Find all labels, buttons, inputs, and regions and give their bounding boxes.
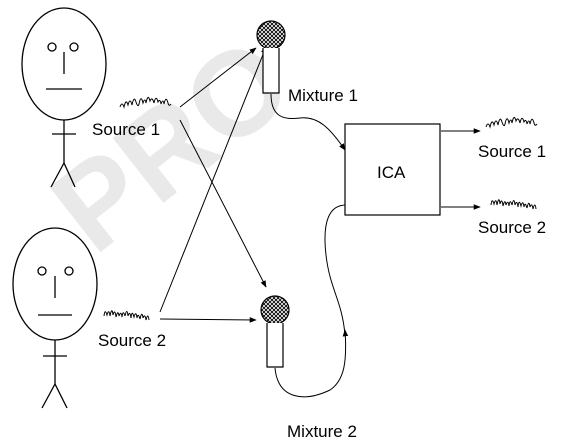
source1-waveform-icon <box>119 97 172 109</box>
output-source2-label: Source 2 <box>478 218 546 237</box>
arrow-s1-to-mic2 <box>179 119 267 288</box>
cable-mixture1-to-ica <box>270 93 346 151</box>
output1-waveform-icon <box>485 117 538 129</box>
arrow-s2-to-mic1 <box>159 46 267 313</box>
cable-mixture2-to-ica <box>274 329 349 398</box>
source1-label: Source 1 <box>92 120 160 139</box>
output-source1-label: Source 1 <box>478 142 546 161</box>
person-bottom-icon <box>12 227 98 409</box>
source2-waveform-icon <box>103 310 150 321</box>
ica-label: ICA <box>377 163 406 182</box>
ica-box <box>344 123 441 216</box>
microphone-bottom-icon <box>260 295 290 368</box>
mixture2-label: Mixture 2 <box>287 422 357 439</box>
mixture1-label: Mixture 1 <box>288 86 358 105</box>
arrow-s2-to-mic2 <box>159 317 257 323</box>
source2-label: Source 2 <box>98 331 166 350</box>
output2-waveform-icon <box>490 199 537 210</box>
person-top-icon <box>21 7 107 188</box>
arrow-s1-to-mic1 <box>179 47 257 108</box>
microphone-top-icon <box>256 20 286 94</box>
cable-ica-down <box>324 204 347 336</box>
